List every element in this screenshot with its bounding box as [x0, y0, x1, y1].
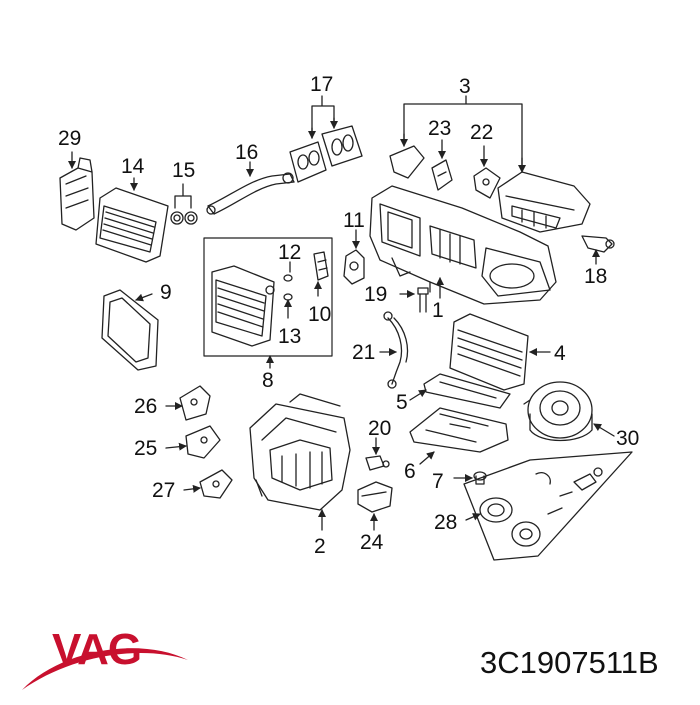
callout-13: 13 [278, 325, 302, 348]
part-22-actuator [474, 168, 500, 198]
callout-6: 6 [404, 460, 416, 483]
vag-logo-swoosh [22, 648, 188, 690]
callout-23: 23 [428, 117, 452, 140]
callout-15: 15 [172, 159, 196, 182]
callout-25: 25 [134, 437, 158, 460]
part-21-hose [384, 312, 408, 388]
callout-28: 28 [434, 511, 458, 534]
callout-8: 8 [262, 369, 274, 392]
callout-2: 2 [314, 535, 326, 558]
callout-1: 1 [432, 299, 444, 322]
callout-27: 27 [152, 479, 176, 502]
callout-16: 16 [235, 141, 259, 164]
callout-9: 9 [160, 281, 172, 304]
part-5-bracket [424, 374, 510, 408]
part-9-filter [102, 290, 158, 370]
callout-5: 5 [396, 391, 408, 414]
part-2-lower-housing [250, 394, 350, 510]
part-23-flap [432, 160, 452, 190]
callout-7: 7 [432, 470, 444, 493]
vag-logo: VAG [52, 625, 142, 674]
part-27-actuator [200, 470, 232, 498]
callout-30: 30 [616, 427, 640, 450]
part-15-o-rings [171, 184, 197, 224]
part-19-bolt [418, 288, 428, 312]
part-30-blower [524, 382, 592, 441]
callout-19: 19 [364, 283, 388, 306]
callout-20: 20 [368, 417, 392, 440]
part-17-seals [290, 126, 362, 182]
part-16-pipes [207, 173, 294, 214]
part-1-main-housing [370, 186, 556, 304]
part-25-actuator [186, 426, 220, 458]
part-24-module [358, 482, 392, 512]
callout-4: 4 [554, 342, 566, 365]
callout-21: 21 [352, 341, 376, 364]
callout-24: 24 [360, 531, 384, 554]
leader-lines [68, 96, 614, 530]
callout-12: 12 [278, 241, 302, 264]
callout-3: 3 [459, 75, 471, 98]
callout-14: 14 [121, 155, 145, 178]
part-18-sensor [582, 236, 614, 252]
part-number: 3C1907511B [480, 645, 659, 680]
callout-22: 22 [470, 121, 494, 144]
part-11-valve [344, 250, 364, 284]
part-29-bracket [60, 158, 94, 230]
callout-26: 26 [134, 395, 158, 418]
callout-29: 29 [58, 127, 82, 150]
callout-11: 11 [343, 209, 365, 232]
callout-10: 10 [308, 303, 332, 326]
part-26-actuator [180, 386, 210, 420]
part-28-kit [464, 452, 632, 560]
part-3-air-box [390, 146, 590, 232]
part-4-pollen-filter [450, 314, 528, 390]
part-14-heater-core [96, 188, 168, 262]
part-8-evaporator-group [204, 238, 332, 356]
part-20-connector [366, 456, 389, 470]
callout-17: 17 [310, 73, 334, 96]
callout-18: 18 [584, 265, 608, 288]
part-6-tray [410, 408, 508, 452]
